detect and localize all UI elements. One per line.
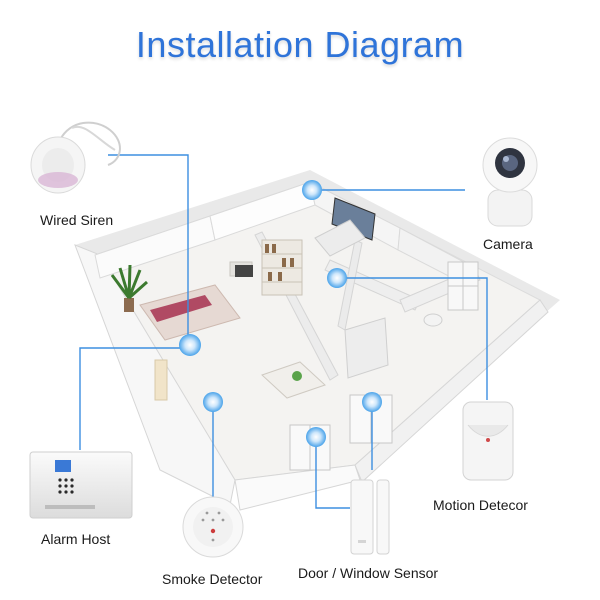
label-smoke-detector: Smoke Detector (162, 571, 263, 587)
plant-icon (110, 264, 148, 312)
label-wired-siren: Wired Siren (40, 212, 114, 228)
alarm-panel-icon (29, 451, 133, 519)
page-title: Installation Diagram (135, 24, 465, 65)
label-alarm-host: Alarm Host (41, 531, 111, 547)
sensor-hotspots (179, 180, 382, 447)
label-camera: Camera (483, 236, 533, 252)
hotspot-siren (179, 334, 201, 356)
host-connector (79, 347, 188, 450)
motion-connector (337, 277, 488, 400)
siren-connector (108, 154, 189, 345)
label-motion-detector: Motion Detecor (433, 497, 528, 513)
connector-lines (79, 154, 488, 509)
hotspot-door (306, 427, 326, 447)
pir-sensor-icon (462, 401, 514, 481)
door-connector (315, 437, 350, 509)
hotspot-smoke (203, 392, 223, 412)
siren-icon (30, 121, 121, 194)
label-door-window-sensor: Door / Window Sensor (298, 565, 439, 581)
hotspot-camera (302, 180, 322, 200)
smoke-detector-icon (182, 496, 244, 558)
door-sensor-icon (350, 479, 390, 555)
hotspot-window (362, 392, 382, 412)
hotspot-motion (327, 268, 347, 288)
camera-icon (482, 137, 538, 227)
